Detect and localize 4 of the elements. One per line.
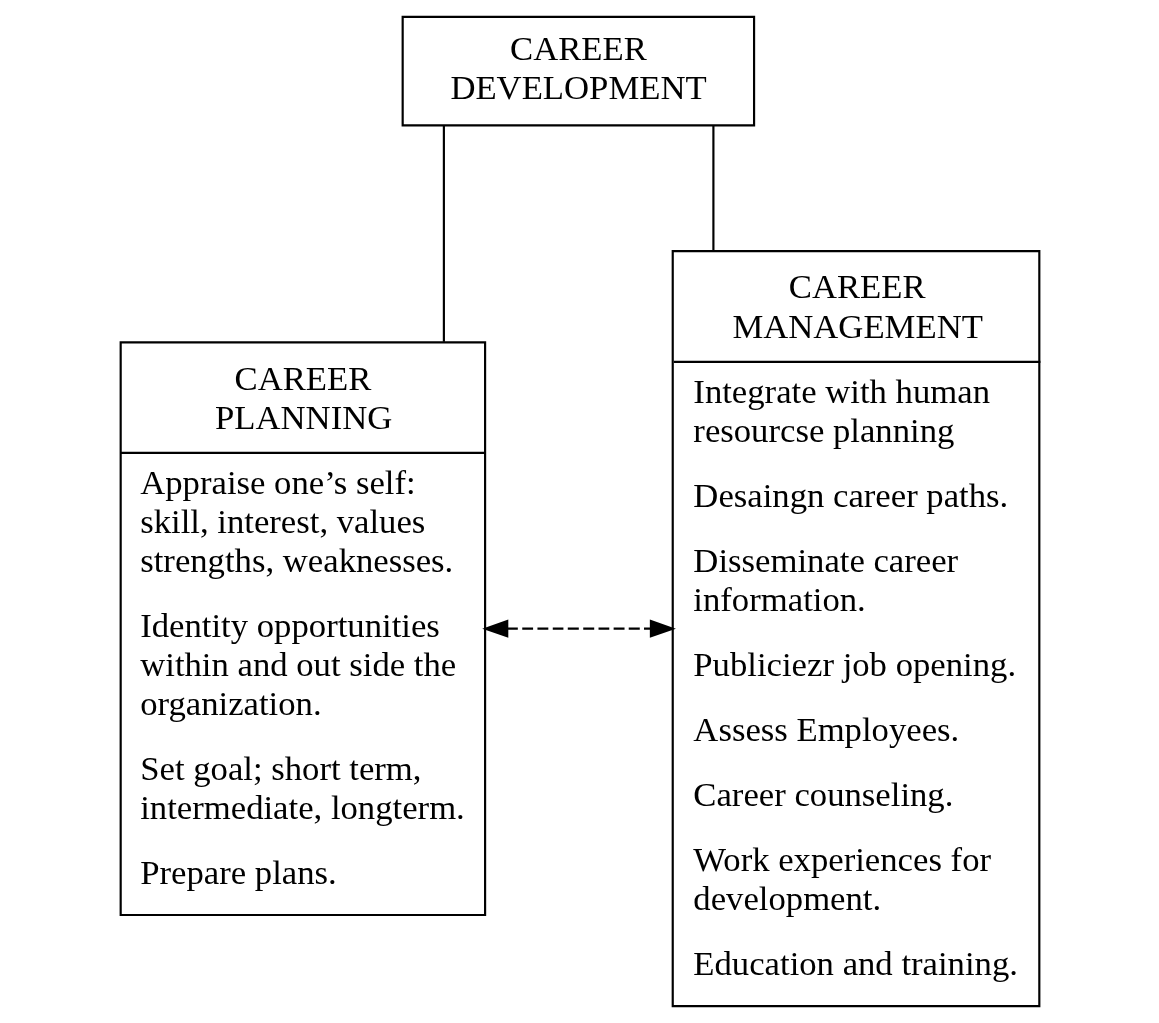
connector [442,125,445,342]
arrow [481,619,676,638]
connector [711,125,714,251]
node-box: CAREER DEVELOPMENT [401,15,755,127]
